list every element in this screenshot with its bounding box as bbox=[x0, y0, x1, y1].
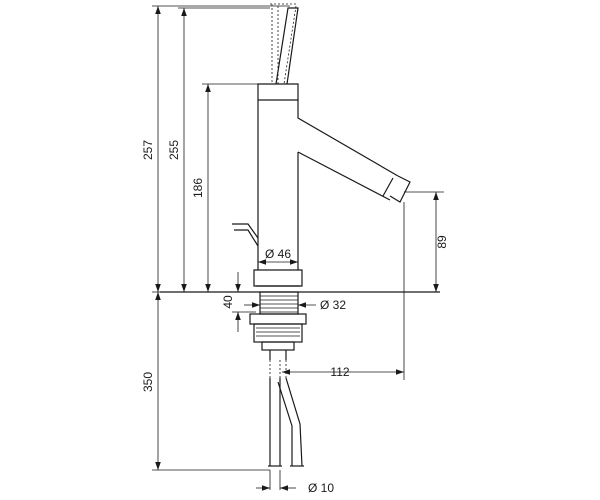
faucet-body bbox=[160, 3, 440, 467]
main-body bbox=[257, 100, 399, 270]
label-89: 89 bbox=[435, 235, 449, 249]
top-collar bbox=[257, 83, 299, 101]
lever-handle bbox=[275, 7, 299, 85]
dimension-lines bbox=[155, 6, 439, 491]
mounting-nut bbox=[249, 313, 307, 351]
supply-hoses bbox=[268, 350, 304, 467]
label-350: 350 bbox=[141, 372, 155, 392]
extension-lines bbox=[152, 5, 444, 490]
dimension-labels: 257 255 186 89 350 40 112 Ø 46 Ø 32 Ø 10 bbox=[141, 140, 449, 495]
label-186: 186 bbox=[191, 178, 205, 198]
label-112: 112 bbox=[330, 365, 349, 379]
label-diameter-32: Ø 32 bbox=[320, 298, 346, 312]
label-40: 40 bbox=[221, 295, 235, 309]
label-diameter-10: Ø 10 bbox=[308, 481, 334, 495]
threaded-shank bbox=[259, 291, 299, 315]
label-diameter-46: Ø 46 bbox=[265, 247, 291, 261]
popup-rod bbox=[232, 223, 259, 247]
label-257: 257 bbox=[141, 140, 155, 160]
label-255: 255 bbox=[167, 140, 181, 160]
lever-ghost bbox=[270, 3, 298, 85]
spout-tip bbox=[389, 175, 411, 203]
base bbox=[253, 269, 303, 287]
